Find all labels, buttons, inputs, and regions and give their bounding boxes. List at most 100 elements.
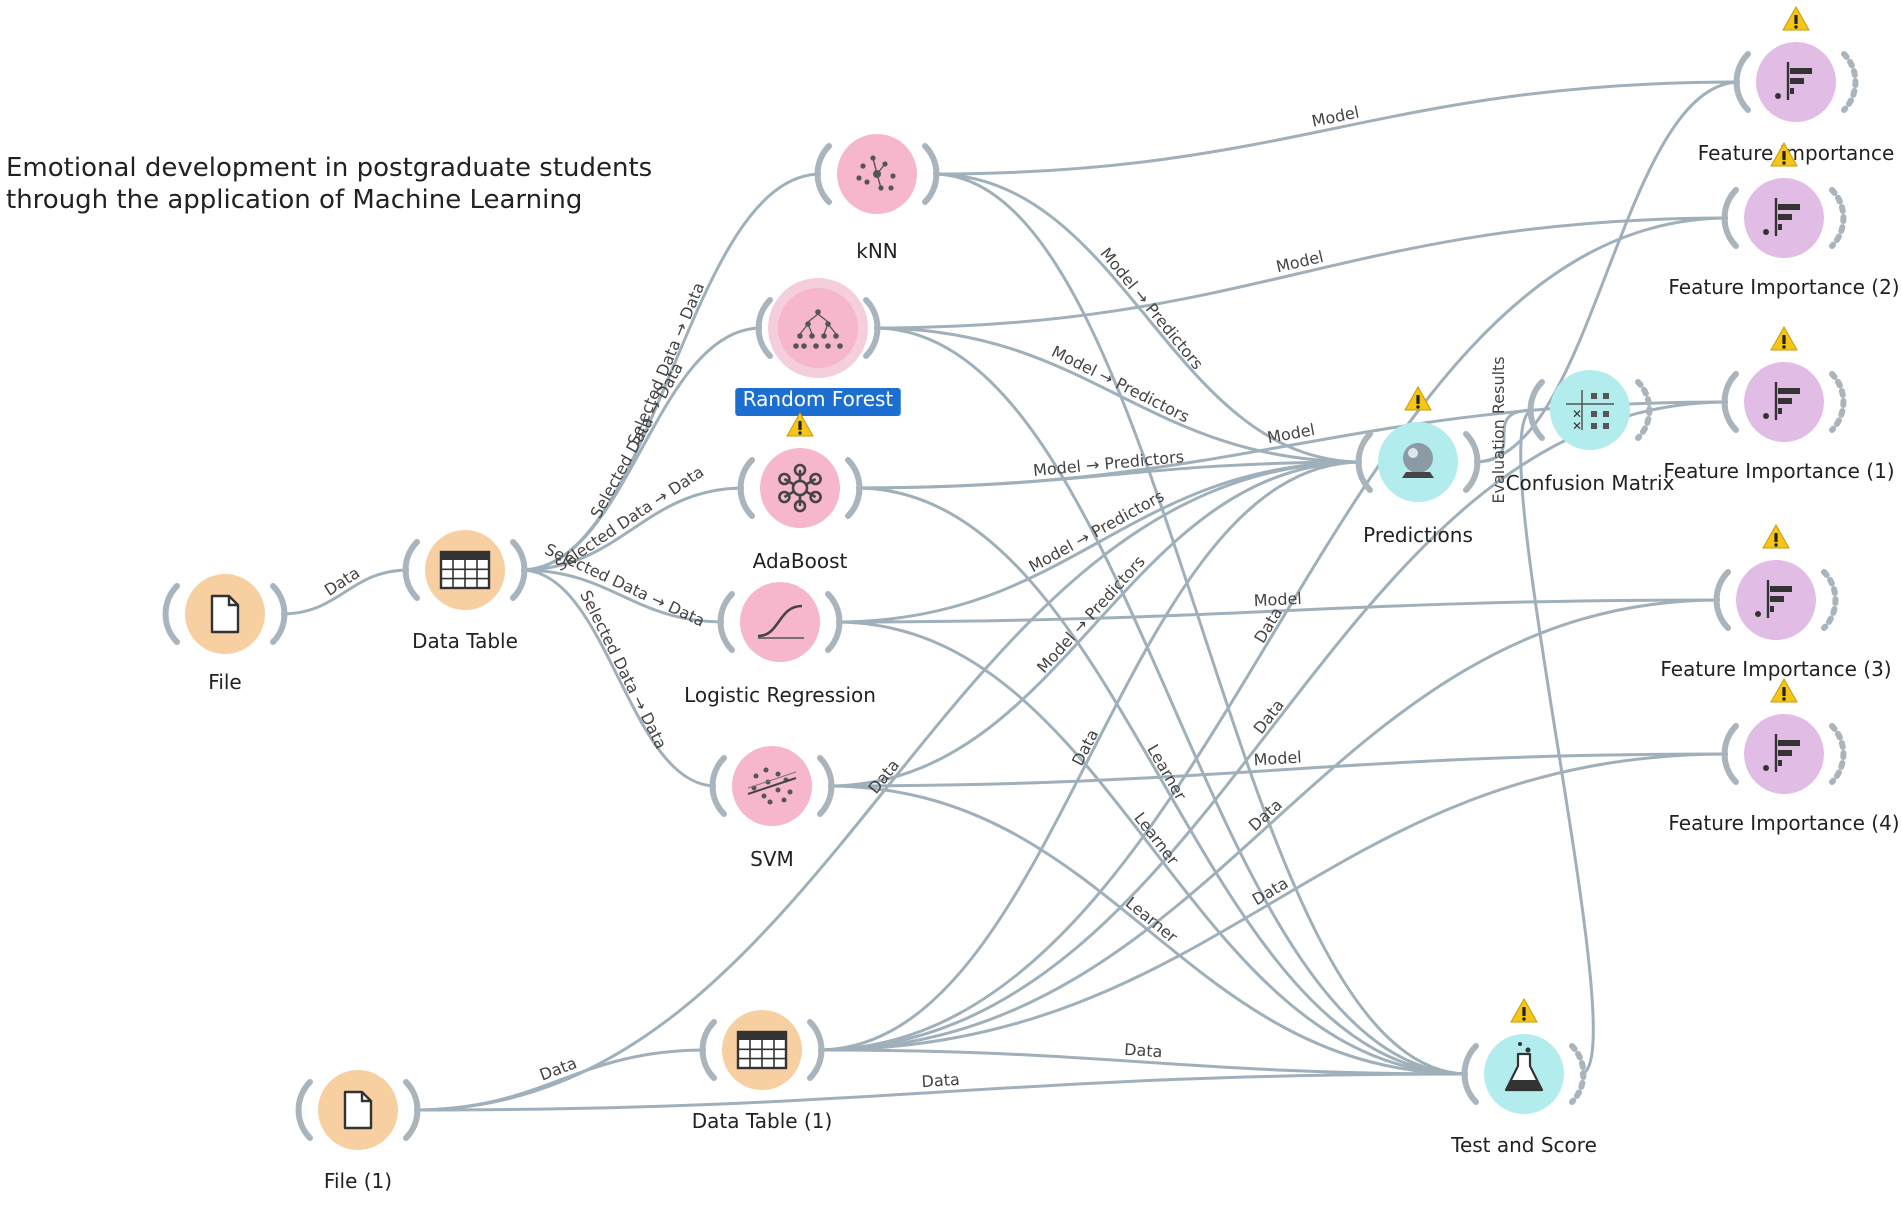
input-channel[interactable] (737, 457, 755, 519)
warning-icon[interactable] (786, 411, 814, 437)
node-label[interactable]: File (1) (324, 1169, 392, 1193)
output-channel[interactable] (807, 1019, 825, 1081)
node-testscore[interactable]: Test and Score (1450, 997, 1597, 1157)
node-label[interactable]: Predictions (1363, 523, 1473, 547)
node-label[interactable]: Feature Importance (2) (1668, 275, 1899, 299)
node-label[interactable]: Feature Importance (1698, 141, 1895, 165)
node-predictions[interactable]: Predictions (1355, 385, 1481, 547)
input-channel[interactable] (1721, 371, 1739, 433)
node-label[interactable]: kNN (856, 239, 898, 263)
node-label[interactable]: Data Table (1) (692, 1109, 833, 1133)
warning-icon[interactable] (1782, 5, 1810, 31)
link-file1-testscore[interactable] (413, 1072, 1469, 1112)
warning-icon[interactable] (1762, 523, 1790, 549)
node-fi3[interactable]: Feature Importance (3) (1660, 523, 1892, 681)
node-rf[interactable]: Random Forest (735, 278, 901, 416)
link-knn-testscore[interactable] (932, 172, 1469, 1076)
link-datatable1-fi1[interactable] (817, 400, 1729, 1052)
node-file[interactable]: File (162, 574, 288, 694)
input-channel[interactable] (1713, 569, 1731, 631)
canvas-annotation[interactable]: Emotional development in postgraduate st… (6, 152, 652, 216)
warning-icon[interactable] (1770, 325, 1798, 351)
output-channel[interactable] (825, 591, 843, 653)
link-rf-testscore[interactable] (873, 326, 1469, 1076)
node-label[interactable]: Confusion Matrix (1506, 471, 1675, 495)
node-label[interactable]: Feature Importance (4) (1668, 811, 1899, 835)
input-channel[interactable] (699, 1019, 717, 1081)
output-channel[interactable] (1463, 431, 1481, 493)
link-datatable-adaboost[interactable] (520, 486, 745, 572)
warning-icon[interactable] (1404, 385, 1432, 411)
link-datatable-logreg[interactable] (520, 568, 725, 624)
warning-icon[interactable] (1770, 141, 1798, 167)
output-channel[interactable] (1829, 723, 1847, 785)
input-channel[interactable] (1527, 379, 1545, 441)
output-channel[interactable] (510, 539, 528, 601)
link-file1-predictions[interactable] (413, 460, 1363, 1112)
link-svm-predictions[interactable] (827, 460, 1363, 788)
input-channel[interactable] (1355, 431, 1373, 493)
node-datatable[interactable]: Data Table (402, 530, 528, 653)
input-channel[interactable] (162, 583, 180, 645)
node-label[interactable]: AdaBoost (753, 549, 848, 573)
node-fi[interactable]: Feature Importance (1698, 5, 1895, 165)
node-knn[interactable]: kNN (814, 134, 940, 263)
warning-icon[interactable] (1510, 997, 1538, 1023)
link-knn-fi[interactable] (932, 80, 1741, 176)
output-channel[interactable] (1829, 371, 1847, 433)
link-predictions-fi[interactable] (1473, 80, 1741, 464)
input-channel[interactable] (709, 755, 727, 817)
warning-icon[interactable] (1770, 677, 1798, 703)
node-file1[interactable]: File (1) (295, 1070, 421, 1193)
input-channel[interactable] (1461, 1043, 1479, 1105)
node-logreg[interactable]: Logistic Regression (684, 582, 876, 707)
link-rf-fi2[interactable] (873, 216, 1729, 330)
input-channel[interactable] (402, 539, 420, 601)
input-channel[interactable] (717, 591, 735, 653)
link-datatable-svm[interactable] (520, 568, 717, 788)
output-channel[interactable] (845, 457, 863, 519)
output-channel[interactable] (270, 583, 288, 645)
link-datatable1-predictions[interactable] (817, 460, 1363, 1052)
input-channel[interactable] (1721, 187, 1739, 249)
link-datatable1-testscore[interactable] (817, 1048, 1469, 1076)
input-channel[interactable] (755, 297, 773, 359)
node-label[interactable]: Test and Score (1450, 1133, 1597, 1157)
node-body[interactable] (1550, 370, 1630, 450)
link-file-datatable[interactable] (280, 568, 410, 616)
output-channel[interactable] (1635, 379, 1653, 441)
input-channel[interactable] (1721, 723, 1739, 785)
node-label[interactable]: Feature Importance (1) (1663, 459, 1894, 483)
node-fi1[interactable]: Feature Importance (1) (1663, 325, 1895, 483)
output-channel[interactable] (1569, 1043, 1587, 1105)
link-datatable1-fi3[interactable] (817, 598, 1721, 1052)
link-datatable1-fi4[interactable] (817, 752, 1729, 1052)
node-label[interactable]: Random Forest (743, 387, 894, 411)
node-fi4[interactable]: Feature Importance (4) (1668, 677, 1900, 835)
node-label[interactable]: SVM (750, 847, 794, 871)
output-channel[interactable] (403, 1079, 421, 1141)
link-logreg-fi3[interactable] (835, 598, 1721, 624)
link-adaboost-testscore[interactable] (855, 486, 1469, 1076)
node-svm[interactable]: SVM (709, 746, 835, 871)
node-body[interactable] (778, 288, 858, 368)
link-logreg-testscore[interactable] (835, 620, 1469, 1076)
node-label[interactable]: Data Table (412, 629, 518, 653)
node-datatable1[interactable]: Data Table (1) (692, 1010, 833, 1133)
output-channel[interactable] (1841, 51, 1859, 113)
node-adaboost[interactable]: AdaBoost (737, 411, 863, 573)
link-svm-fi4[interactable] (827, 752, 1729, 788)
input-channel[interactable] (814, 143, 832, 205)
link-datatable-rf[interactable] (520, 326, 763, 572)
output-channel[interactable] (1829, 187, 1847, 249)
output-channel[interactable] (922, 143, 940, 205)
node-label[interactable]: Logistic Regression (684, 683, 876, 707)
link-testscore-confusion[interactable] (1519, 408, 1595, 1076)
output-channel[interactable] (863, 297, 881, 359)
output-channel[interactable] (817, 755, 835, 817)
node-fi2[interactable]: Feature Importance (2) (1668, 141, 1900, 299)
output-channel[interactable] (1821, 569, 1839, 631)
input-channel[interactable] (295, 1079, 313, 1141)
link-datatable1-fi2[interactable] (817, 216, 1729, 1052)
